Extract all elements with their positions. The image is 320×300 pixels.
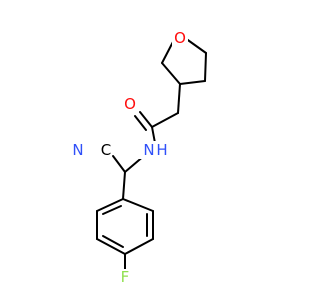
ring-oxygen-label: O: [174, 29, 186, 47]
atom-fluorine: F: [118, 268, 132, 286]
bond-ch-aryl: [122, 171, 126, 200]
bond-carbonyl-o-1: [139, 111, 153, 128]
bond-benz-6-inner: [102, 205, 122, 215]
bond-benz-3: [124, 238, 154, 255]
bond-ring-c3-c4: [179, 80, 206, 85]
bond-carbonyl-n: [151, 126, 156, 144]
atom-ring-oxygen: O: [172, 29, 188, 47]
atom-nitrile-nc: N C: [70, 141, 111, 159]
bond-ring-o-c2: [184, 37, 207, 54]
amide-h-label: H: [156, 141, 167, 159]
bond-ch-nitrile-c: [112, 155, 126, 173]
bond-ring-c2-c3: [204, 52, 207, 82]
bond-benz-1: [122, 198, 154, 212]
molecule-canvas: O O H N N C F: [70, 29, 207, 286]
bond-ring-ch2: [177, 83, 181, 114]
bond-ch2-carbonyl: [151, 112, 179, 128]
nitrile-c-label: C: [101, 141, 111, 159]
bond-benz-4: [96, 238, 126, 255]
carbonyl-oxygen-label: O: [124, 95, 136, 113]
bond-benz-4-inner: [102, 235, 124, 248]
atom-carbonyl-oxygen: O: [122, 95, 138, 113]
fluorine-label: F: [121, 268, 130, 286]
atom-amide-nh: H N: [137, 141, 168, 159]
structure-diagram: O O H N N C F: [70, 29, 207, 286]
bond-carbonyl-o-2: [134, 115, 147, 131]
amide-n-label: N: [143, 141, 154, 159]
bond-benz-6: [96, 198, 124, 212]
bond-ring-c4-c5: [161, 62, 181, 85]
nitrile-n-label: N: [72, 141, 83, 159]
